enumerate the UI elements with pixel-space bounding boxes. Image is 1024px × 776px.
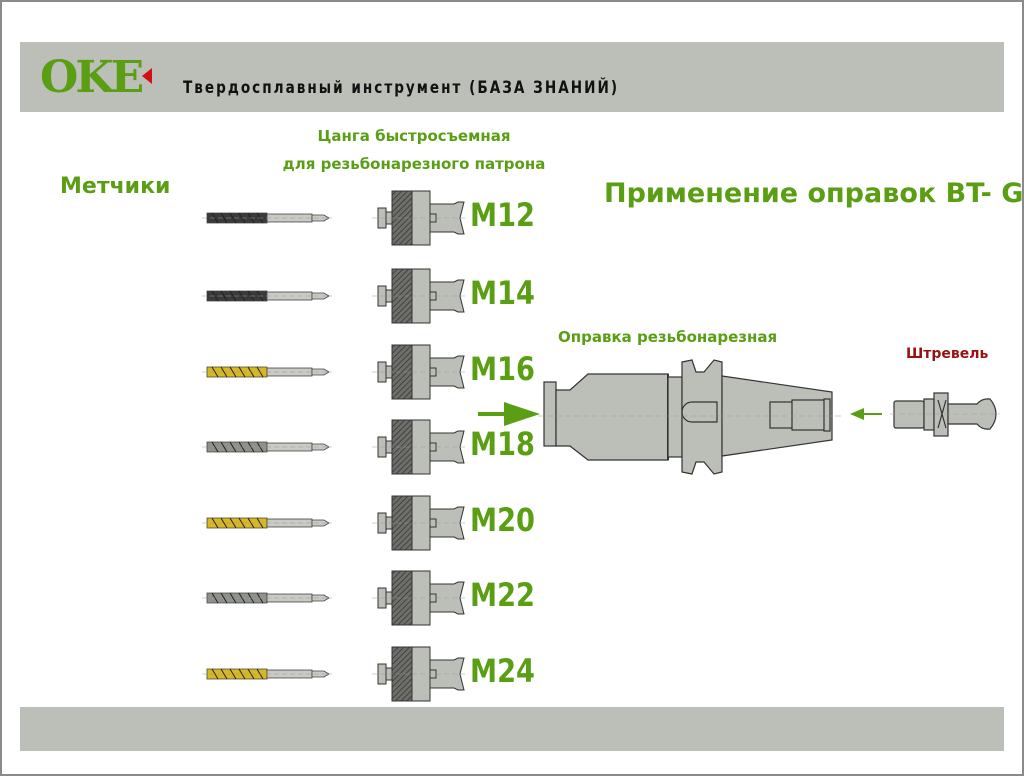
row-m12 [202,190,466,246]
holders-heading: Применение оправок BT- GT [604,178,1024,209]
collet-heading: Цанга быстросъемная для резьбонарезного … [274,122,554,178]
collet-drawing [372,570,466,626]
collet-size-label: M18 [470,425,535,463]
tap-drawing [202,668,332,680]
tap-drawing [202,366,332,378]
collet-size-label: M12 [470,196,535,234]
page-title: Твердосплавный инструмент (БАЗА ЗНАНИЙ) [183,78,620,98]
collet-drawing [372,495,466,551]
row-m14 [202,268,466,324]
tap-drawing [202,290,332,302]
pull-stud-drawing [890,392,1000,437]
tap-drawing [202,517,332,529]
row-m24 [202,646,466,702]
tap-drawing [202,592,332,604]
tap-drawing [202,212,332,224]
collet-size-label: M20 [470,501,535,539]
collet-drawing [372,190,466,246]
row-m20 [202,495,466,551]
tap-holder-drawing [538,359,842,475]
collet-drawing [372,646,466,702]
pull-stud-arrow-icon [850,408,882,420]
collet-heading-line1: Цанга быстросъемная [317,127,511,145]
collet-drawing [372,268,466,324]
row-m16 [202,344,466,400]
logo-red-triangle-icon [142,68,152,84]
collet-size-label: M22 [470,576,535,614]
collet-size-label: M24 [470,652,535,690]
collet-heading-line2: для резьбонарезного патрона [282,155,546,173]
header-band: OKE Твердосплавный инструмент (БАЗА ЗНАН… [20,42,1004,112]
oke-logo: OKE [40,52,144,103]
footer-band [20,707,1004,751]
collet-drawing [372,344,466,400]
row-m18 [202,419,466,475]
insert-arrow-icon [478,402,540,426]
collet-size-label: M16 [470,350,535,388]
pull-stud-label: Штревель [906,346,989,362]
tap-drawing [202,441,332,453]
holder-label: Оправка резьбонарезная [558,328,778,346]
collet-drawing [372,419,466,475]
taps-heading: Метчики [60,174,171,199]
row-m22 [202,570,466,626]
collet-size-label: M14 [470,274,535,312]
